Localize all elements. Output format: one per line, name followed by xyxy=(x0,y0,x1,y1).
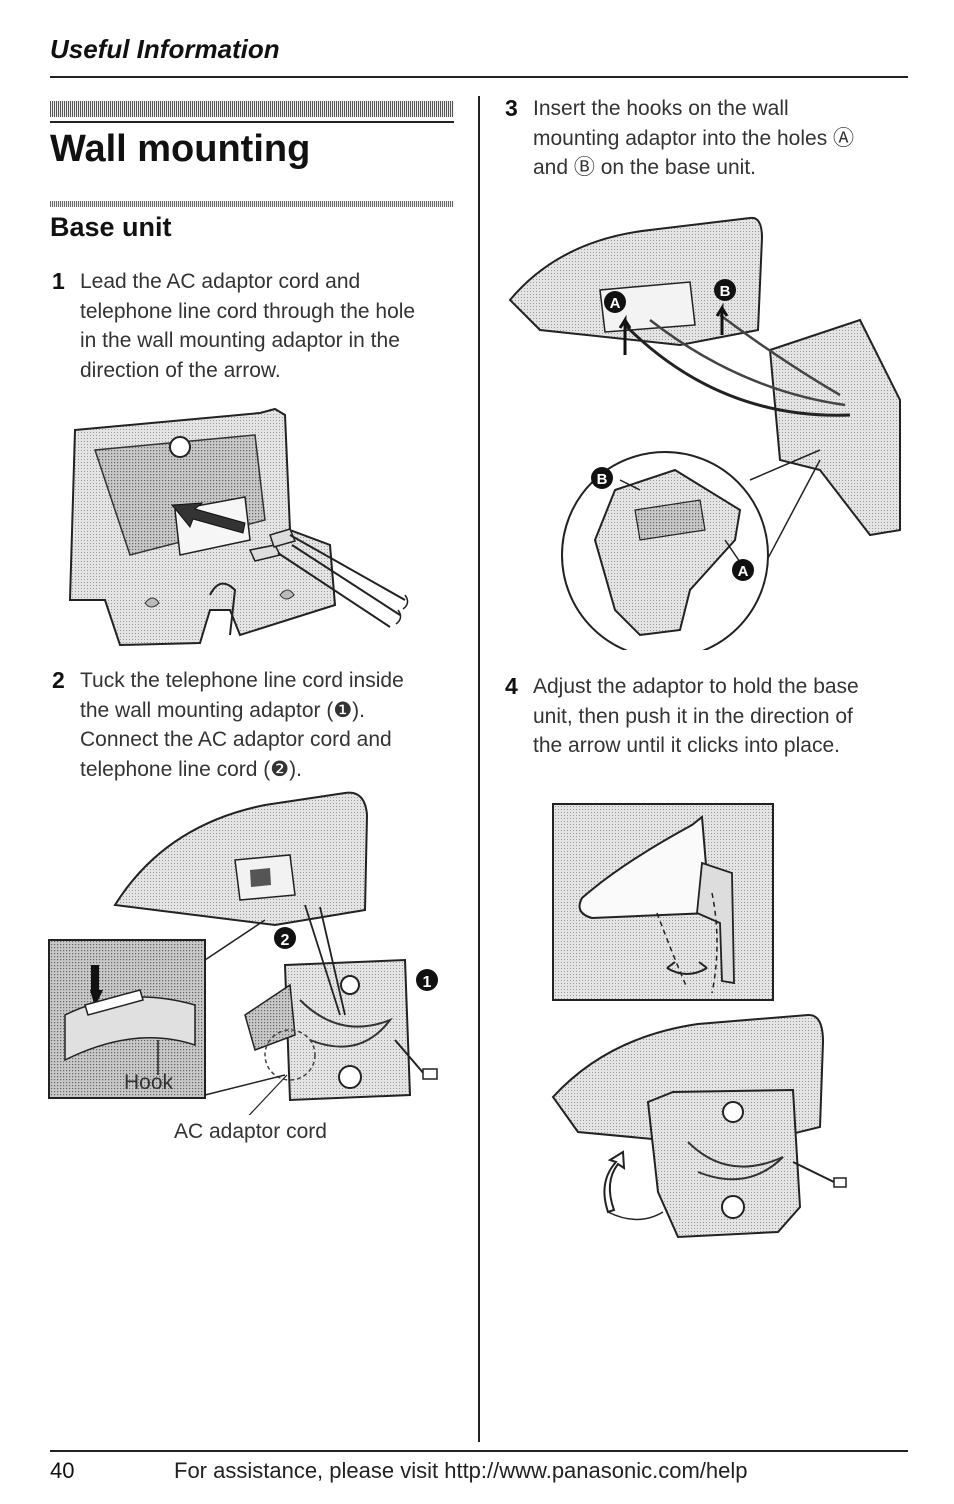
step-2: 2 Tuck the telephone line cord inside th… xyxy=(52,666,462,786)
marker-1: 1 xyxy=(416,969,438,991)
step-text: Tuck the telephone line cord inside the … xyxy=(80,669,404,781)
svg-text:A: A xyxy=(738,563,749,580)
ac-adaptor-cord-label: AC adaptor cord xyxy=(174,1120,327,1143)
base-unit-connection-illustration: 2 1 xyxy=(48,791,438,1115)
footer-help-text: For assistance, please visit http://www.… xyxy=(174,1458,748,1483)
svg-text:A: A xyxy=(610,295,621,312)
step-number: 1 xyxy=(52,268,65,294)
step-number: 3 xyxy=(505,95,518,121)
hook-label: Hook xyxy=(124,1071,174,1094)
svg-text:2: 2 xyxy=(281,932,290,949)
section-header: Useful Information xyxy=(50,34,280,64)
title-rule xyxy=(50,121,454,123)
hole-a-marker: A xyxy=(604,291,626,313)
column-divider xyxy=(478,96,480,1442)
page-number: 40 xyxy=(50,1458,75,1483)
step-1: 1 Lead the AC adaptor cord and telephone… xyxy=(52,267,462,387)
hole-b-marker: B xyxy=(714,279,736,301)
page-title: Wall mounting xyxy=(50,128,311,170)
title-decoration-bar xyxy=(50,101,454,117)
step-3: 3 Insert the hooks on the wall mounting … xyxy=(505,94,905,194)
marker-2: 2 xyxy=(274,927,296,949)
step-number: 2 xyxy=(52,667,65,693)
footer-rule xyxy=(50,1450,908,1452)
svg-text:B: B xyxy=(720,283,731,300)
mounted-base-unit-illustration xyxy=(551,1013,847,1239)
adaptor-side-view-illustration xyxy=(552,803,774,1001)
sub-title: Base unit xyxy=(50,212,172,242)
step-4: 4 Adjust the adaptor to hold the base un… xyxy=(505,672,905,772)
hooks-into-holes-illustration: A B B A xyxy=(508,216,901,650)
svg-text:1: 1 xyxy=(423,974,432,991)
step-text: Adjust the adaptor to hold the base unit… xyxy=(533,675,859,757)
zoom-a-marker: A xyxy=(732,559,754,581)
step-text: Insert the hooks on the wall mounting ad… xyxy=(533,97,855,179)
subtitle-decoration-bar xyxy=(50,201,454,207)
header-rule xyxy=(50,76,908,78)
wall-adaptor-illustration xyxy=(68,407,409,647)
step-number: 4 xyxy=(505,673,518,699)
zoom-b-marker: B xyxy=(591,467,613,489)
svg-text:B: B xyxy=(597,471,608,488)
step-text: Lead the AC adaptor cord and telephone l… xyxy=(80,270,416,382)
